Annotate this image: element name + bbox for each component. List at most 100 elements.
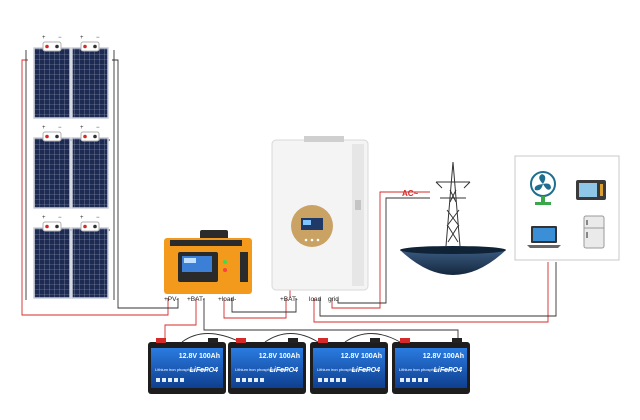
ground-edge <box>400 246 506 254</box>
controller-load-wire-pos <box>223 298 287 319</box>
pv-negative-wire <box>112 59 179 309</box>
panel-positive-label: + <box>80 35 84 41</box>
battery-negative-terminal <box>370 338 380 343</box>
solar-panel: +− <box>33 125 71 209</box>
terminal-negative-icon <box>93 44 97 49</box>
junction-box <box>80 131 100 142</box>
controller-led-green <box>223 260 227 264</box>
controller-led-red <box>223 268 227 272</box>
fan-icon <box>530 171 556 205</box>
battery-cert-icon <box>260 378 264 382</box>
battery-rating: 12.8V 100Ah <box>423 353 464 360</box>
panel-positive-label: + <box>42 215 46 221</box>
controller-top-strip <box>170 240 242 246</box>
panel-negative-label: − <box>96 215 100 221</box>
hybrid-inverter: +BAT- load grid <box>271 136 369 303</box>
battery-subtitle: Lithium iron phosphate battery <box>235 367 289 372</box>
battery-rating: 12.8V 100Ah <box>341 353 382 360</box>
panel-positive-label: + <box>80 215 84 221</box>
battery-positive-terminal <box>156 338 166 343</box>
inverter-terminal-bat: +BAT- <box>280 296 298 303</box>
solar-panel-array: +−+−+−+−+−+− <box>33 35 109 299</box>
microwave-icon <box>576 180 606 200</box>
solar-panel-cells <box>33 137 71 209</box>
battery-cert-icon <box>174 378 178 382</box>
controller-terminal-pv: +PV- <box>164 296 178 303</box>
battery-cert-icon <box>336 378 340 382</box>
terminal-negative-icon <box>55 134 59 139</box>
battery-cert-icon <box>400 378 404 382</box>
terminal-positive-icon <box>83 134 87 139</box>
battery-rating: 12.8V 100Ah <box>179 353 220 360</box>
controller-load-wire-neg <box>231 298 297 313</box>
grid-ac-label: AC~ <box>402 189 419 198</box>
fridge-icon <box>583 215 605 249</box>
junction-box <box>80 221 100 232</box>
inverter-vent <box>355 200 361 210</box>
solar-panel-cells <box>33 47 71 119</box>
battery-cert-icon <box>318 378 322 382</box>
battery-negative-terminal <box>288 338 298 343</box>
panel-positive-label: + <box>42 35 46 41</box>
controller-bat-negative-wire <box>203 298 459 342</box>
battery-cert-icon <box>342 378 346 382</box>
battery-cert-icon <box>254 378 258 382</box>
solar-panel-cells <box>33 227 71 299</box>
battery-cert-icon <box>156 378 160 382</box>
panel-negative-label: − <box>96 125 100 131</box>
terminal-negative-icon <box>93 134 97 139</box>
battery-negative-terminal <box>208 338 218 343</box>
battery-positive-terminal <box>236 338 246 343</box>
panel-negative-label: − <box>96 35 100 41</box>
battery-cert-icon <box>324 378 328 382</box>
controller-bat-positive-wire <box>164 298 197 342</box>
battery-cert-icon <box>424 378 428 382</box>
transmission-tower-icon <box>435 161 471 247</box>
utility-grid: AC~ <box>400 161 506 275</box>
inverter-load-wire-pos <box>313 262 549 323</box>
battery-cert-icon <box>180 378 184 382</box>
battery-cert-icon <box>168 378 172 382</box>
solar-panel: +− <box>33 35 71 119</box>
charge-controller: +PV- +BAT- +load- <box>164 230 252 303</box>
panel-negative-label: − <box>58 125 62 131</box>
panel-positive-label: + <box>80 125 84 131</box>
battery-cert-icon <box>412 378 416 382</box>
inverter-button <box>316 238 320 242</box>
battery-cert-icon <box>248 378 252 382</box>
controller-terminal-load: +load- <box>218 296 236 303</box>
appliance-load-box <box>514 155 620 261</box>
inverter-terminal-load: load <box>309 296 322 303</box>
terminal-positive-icon <box>45 134 49 139</box>
battery-positive-terminal <box>400 338 410 343</box>
inverter-grid-wire-neg <box>337 197 430 304</box>
controller-heatsink <box>240 252 248 282</box>
panel-negative-label: − <box>58 35 62 41</box>
junction-box <box>42 221 62 232</box>
battery-negative-terminal <box>452 338 462 343</box>
battery-cert-icon <box>162 378 166 382</box>
controller-terminal-bat: +BAT- <box>187 296 205 303</box>
solar-panel-cells <box>71 47 109 119</box>
solar-panel: +− <box>71 125 109 209</box>
battery-cert-icon <box>418 378 422 382</box>
inverter-terminal-grid: grid <box>328 296 339 303</box>
terminal-positive-icon <box>83 44 87 49</box>
inverter-side-panel <box>352 144 364 286</box>
terminal-positive-icon <box>83 224 87 229</box>
inverter-button <box>310 238 314 242</box>
solar-panel: +− <box>71 215 109 299</box>
inverter-button <box>304 238 308 242</box>
terminal-positive-icon <box>45 224 49 229</box>
inverter-lcd-digits <box>303 220 311 225</box>
battery-chemistry: LiFePO4 <box>434 367 463 374</box>
controller-lcd-digits <box>184 258 196 263</box>
laptop-icon <box>527 226 561 248</box>
battery-cert-icon <box>330 378 334 382</box>
battery-cert-icon <box>406 378 410 382</box>
battery-chemistry: LiFePO4 <box>352 367 381 374</box>
